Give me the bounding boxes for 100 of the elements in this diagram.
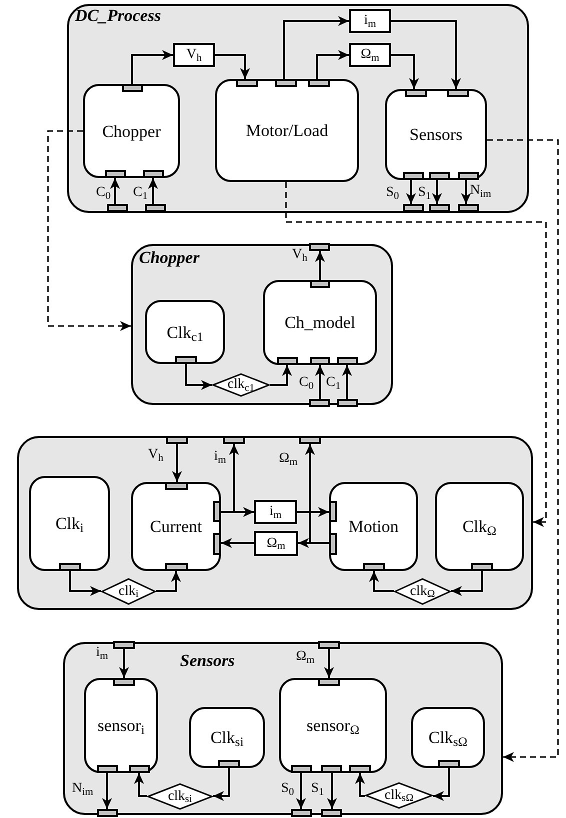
block-label: Ch_model xyxy=(284,314,356,331)
port xyxy=(113,678,135,686)
port xyxy=(309,399,330,407)
subsystem-panel xyxy=(63,642,503,815)
port xyxy=(458,172,479,180)
port xyxy=(291,765,312,773)
port xyxy=(321,809,342,817)
port xyxy=(213,533,221,555)
port xyxy=(403,172,424,180)
signal-box xyxy=(254,500,297,524)
block xyxy=(215,79,359,182)
port xyxy=(113,641,135,649)
block-label: Clk$_{sΩ}$ xyxy=(428,729,468,746)
arrow xyxy=(156,571,181,592)
edge-label: Ω$_{m}$ xyxy=(279,452,298,466)
port xyxy=(337,399,358,407)
arrow xyxy=(69,571,101,596)
diamond-label: clk$_{c1}$ xyxy=(227,378,255,392)
port xyxy=(291,809,312,817)
block-label: sensor$_{i}$ xyxy=(98,717,144,734)
port xyxy=(310,357,330,365)
subsystem-panel xyxy=(67,4,529,213)
block-label: Clk$_{c1}$ xyxy=(166,324,204,340)
dashed-arrow xyxy=(285,182,547,527)
port xyxy=(318,641,340,649)
arrow xyxy=(148,178,158,204)
edge-label: C$_{0}$ xyxy=(299,376,314,390)
block-label: Sensors xyxy=(410,126,462,143)
port xyxy=(129,765,150,773)
block xyxy=(279,678,387,773)
arrow xyxy=(213,768,230,801)
arrow xyxy=(369,571,394,592)
edge-label: Ω$_{m}$ xyxy=(296,650,315,664)
port xyxy=(349,765,371,773)
block xyxy=(329,482,418,571)
port xyxy=(236,79,258,87)
edge-label: S$_{1}$ xyxy=(311,782,324,796)
block-label: sensor$_{Ω}$ xyxy=(306,717,360,734)
block xyxy=(29,476,110,571)
diamond-label: clk$_{Ω}$ xyxy=(410,584,435,598)
signal-box xyxy=(173,43,215,67)
port xyxy=(438,760,460,768)
port xyxy=(337,357,358,365)
block xyxy=(145,300,225,364)
arrow xyxy=(316,50,349,79)
edge-label: S$_{0}$ xyxy=(281,782,294,796)
arrow xyxy=(221,538,254,548)
arrow xyxy=(131,50,173,84)
port xyxy=(97,765,118,773)
port xyxy=(275,79,297,87)
signal-box xyxy=(349,9,391,33)
diamond-label: clk$_{sΩ}$ xyxy=(384,788,414,802)
clock-diamond xyxy=(365,782,433,809)
signal-label: i$_{m}$ xyxy=(269,505,282,519)
dashed-arrow xyxy=(47,130,131,331)
block-label: Clk$_{i}$ xyxy=(55,515,84,532)
port xyxy=(403,204,424,212)
arrow xyxy=(461,180,471,204)
arrow xyxy=(406,180,416,204)
arrow xyxy=(215,54,250,79)
port xyxy=(277,357,298,365)
panel-title: Chopper xyxy=(139,249,200,266)
arrow xyxy=(451,571,483,596)
arrow xyxy=(315,251,325,280)
arrow xyxy=(315,365,325,399)
signal-label: V$_{h}$ xyxy=(186,48,202,62)
edge-label: V$_{h}$ xyxy=(148,448,164,462)
arrow xyxy=(355,773,365,797)
clock-diamond xyxy=(212,373,270,397)
port xyxy=(363,563,385,571)
edge-label: N$_{im}$ xyxy=(72,782,94,796)
edge-label: C$_{1}$ xyxy=(133,186,148,200)
block-label: Clk$_{si}$ xyxy=(210,729,244,746)
port xyxy=(107,204,128,212)
signal-label: Ω$_{m}$ xyxy=(360,48,380,62)
signal-box xyxy=(254,531,298,556)
edge-label: i$_{m}$ xyxy=(214,450,226,464)
edge-label: S$_{0}$ xyxy=(386,186,400,200)
port xyxy=(145,204,166,212)
port xyxy=(122,84,143,92)
arrow xyxy=(283,16,349,79)
arrow xyxy=(172,444,182,482)
arrow xyxy=(342,365,352,399)
edge-label: N$_{im}$ xyxy=(470,184,492,198)
port xyxy=(329,501,337,522)
edge-label: V$_{h}$ xyxy=(292,248,308,262)
port xyxy=(218,760,240,768)
block-label: Current xyxy=(150,518,202,535)
port xyxy=(143,170,164,178)
port xyxy=(165,482,188,490)
dashed-arrow xyxy=(487,139,559,762)
port xyxy=(318,678,340,686)
port xyxy=(310,280,330,288)
subsystem-panel xyxy=(17,436,533,610)
port xyxy=(447,89,469,97)
arrow xyxy=(134,773,147,797)
edge-label: S$_{1}$ xyxy=(418,186,432,200)
block-label: Clk$_{Ω}$ xyxy=(462,518,497,535)
clock-diamond xyxy=(101,578,156,605)
block-label: Chopper xyxy=(102,122,161,140)
